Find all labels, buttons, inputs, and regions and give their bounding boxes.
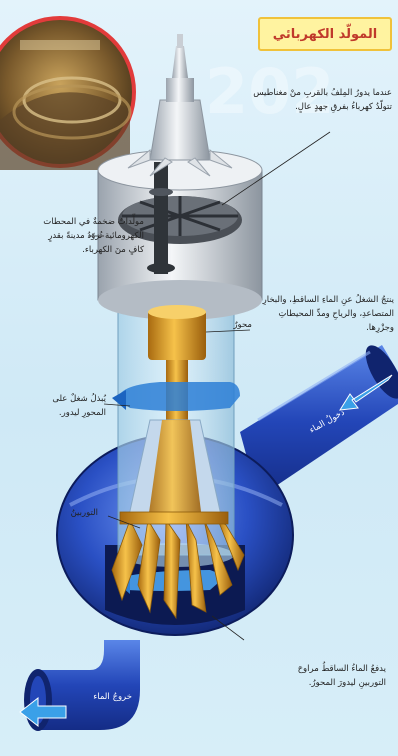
work-on-shaft-line: يُبذلُ شغلٌ على bbox=[42, 392, 106, 406]
turbine-label: التوربينُ bbox=[38, 506, 98, 520]
hydro-station-photo bbox=[0, 18, 134, 170]
falling-water-label: يدفعُ الماءُ الساقطُ مراوحَ التوربينِ لي… bbox=[226, 662, 386, 690]
falling-water-line: يدفعُ الماءُ الساقطُ مراوحَ bbox=[226, 662, 386, 676]
falling-water-line: التوربينِ ليدورَ المحورُ. bbox=[226, 676, 386, 690]
water-out-label: خروجُ الماء bbox=[68, 690, 132, 704]
generator-description-line: تتولّدُ كهرباءُ بفرقِ جهدٍ عالٍ. bbox=[214, 100, 392, 114]
photo-caption-line: مولِّداتٌ ضخمةٌ في المحطات bbox=[6, 215, 144, 229]
photo-caption: مولِّداتٌ ضخمةٌ في المحطات الكهرومائية ت… bbox=[6, 215, 144, 257]
work-on-shaft-label: يُبذلُ شغلٌ على المحورِ ليدور. bbox=[42, 392, 106, 420]
work-on-shaft-line: المحورِ ليدور. bbox=[42, 406, 106, 420]
photo-caption-line: الكهرومائية تُزوّدُ مدينةً بقدرٍ bbox=[6, 229, 144, 243]
page-title: المولّد الكهربائي bbox=[273, 27, 377, 42]
work-source-line: ينتجُ الشغلُ عنِ الماءِ الساقطِ، والبخار… bbox=[250, 293, 394, 307]
title-box: المولّد الكهربائي bbox=[258, 17, 392, 51]
photo-caption-line: كافٍ منَ الكهرباء. bbox=[6, 243, 144, 257]
work-source-label: ينتجُ الشغلُ عنِ الماءِ الساقطِ، والبخار… bbox=[250, 293, 394, 335]
water-outlet-pipe bbox=[20, 640, 140, 731]
generator-description: عندما يدورُ المِلفُ بالقربِ منْ مغناطيس … bbox=[214, 86, 392, 114]
shaft-label: محورٌ bbox=[214, 318, 252, 332]
generator-description-line: عندما يدورُ المِلفُ بالقربِ منْ مغناطيس bbox=[214, 86, 392, 100]
work-source-line: المتصاعدِ، والرياحِ ومدِّ المحيطاتِ وجزْ… bbox=[250, 307, 394, 335]
